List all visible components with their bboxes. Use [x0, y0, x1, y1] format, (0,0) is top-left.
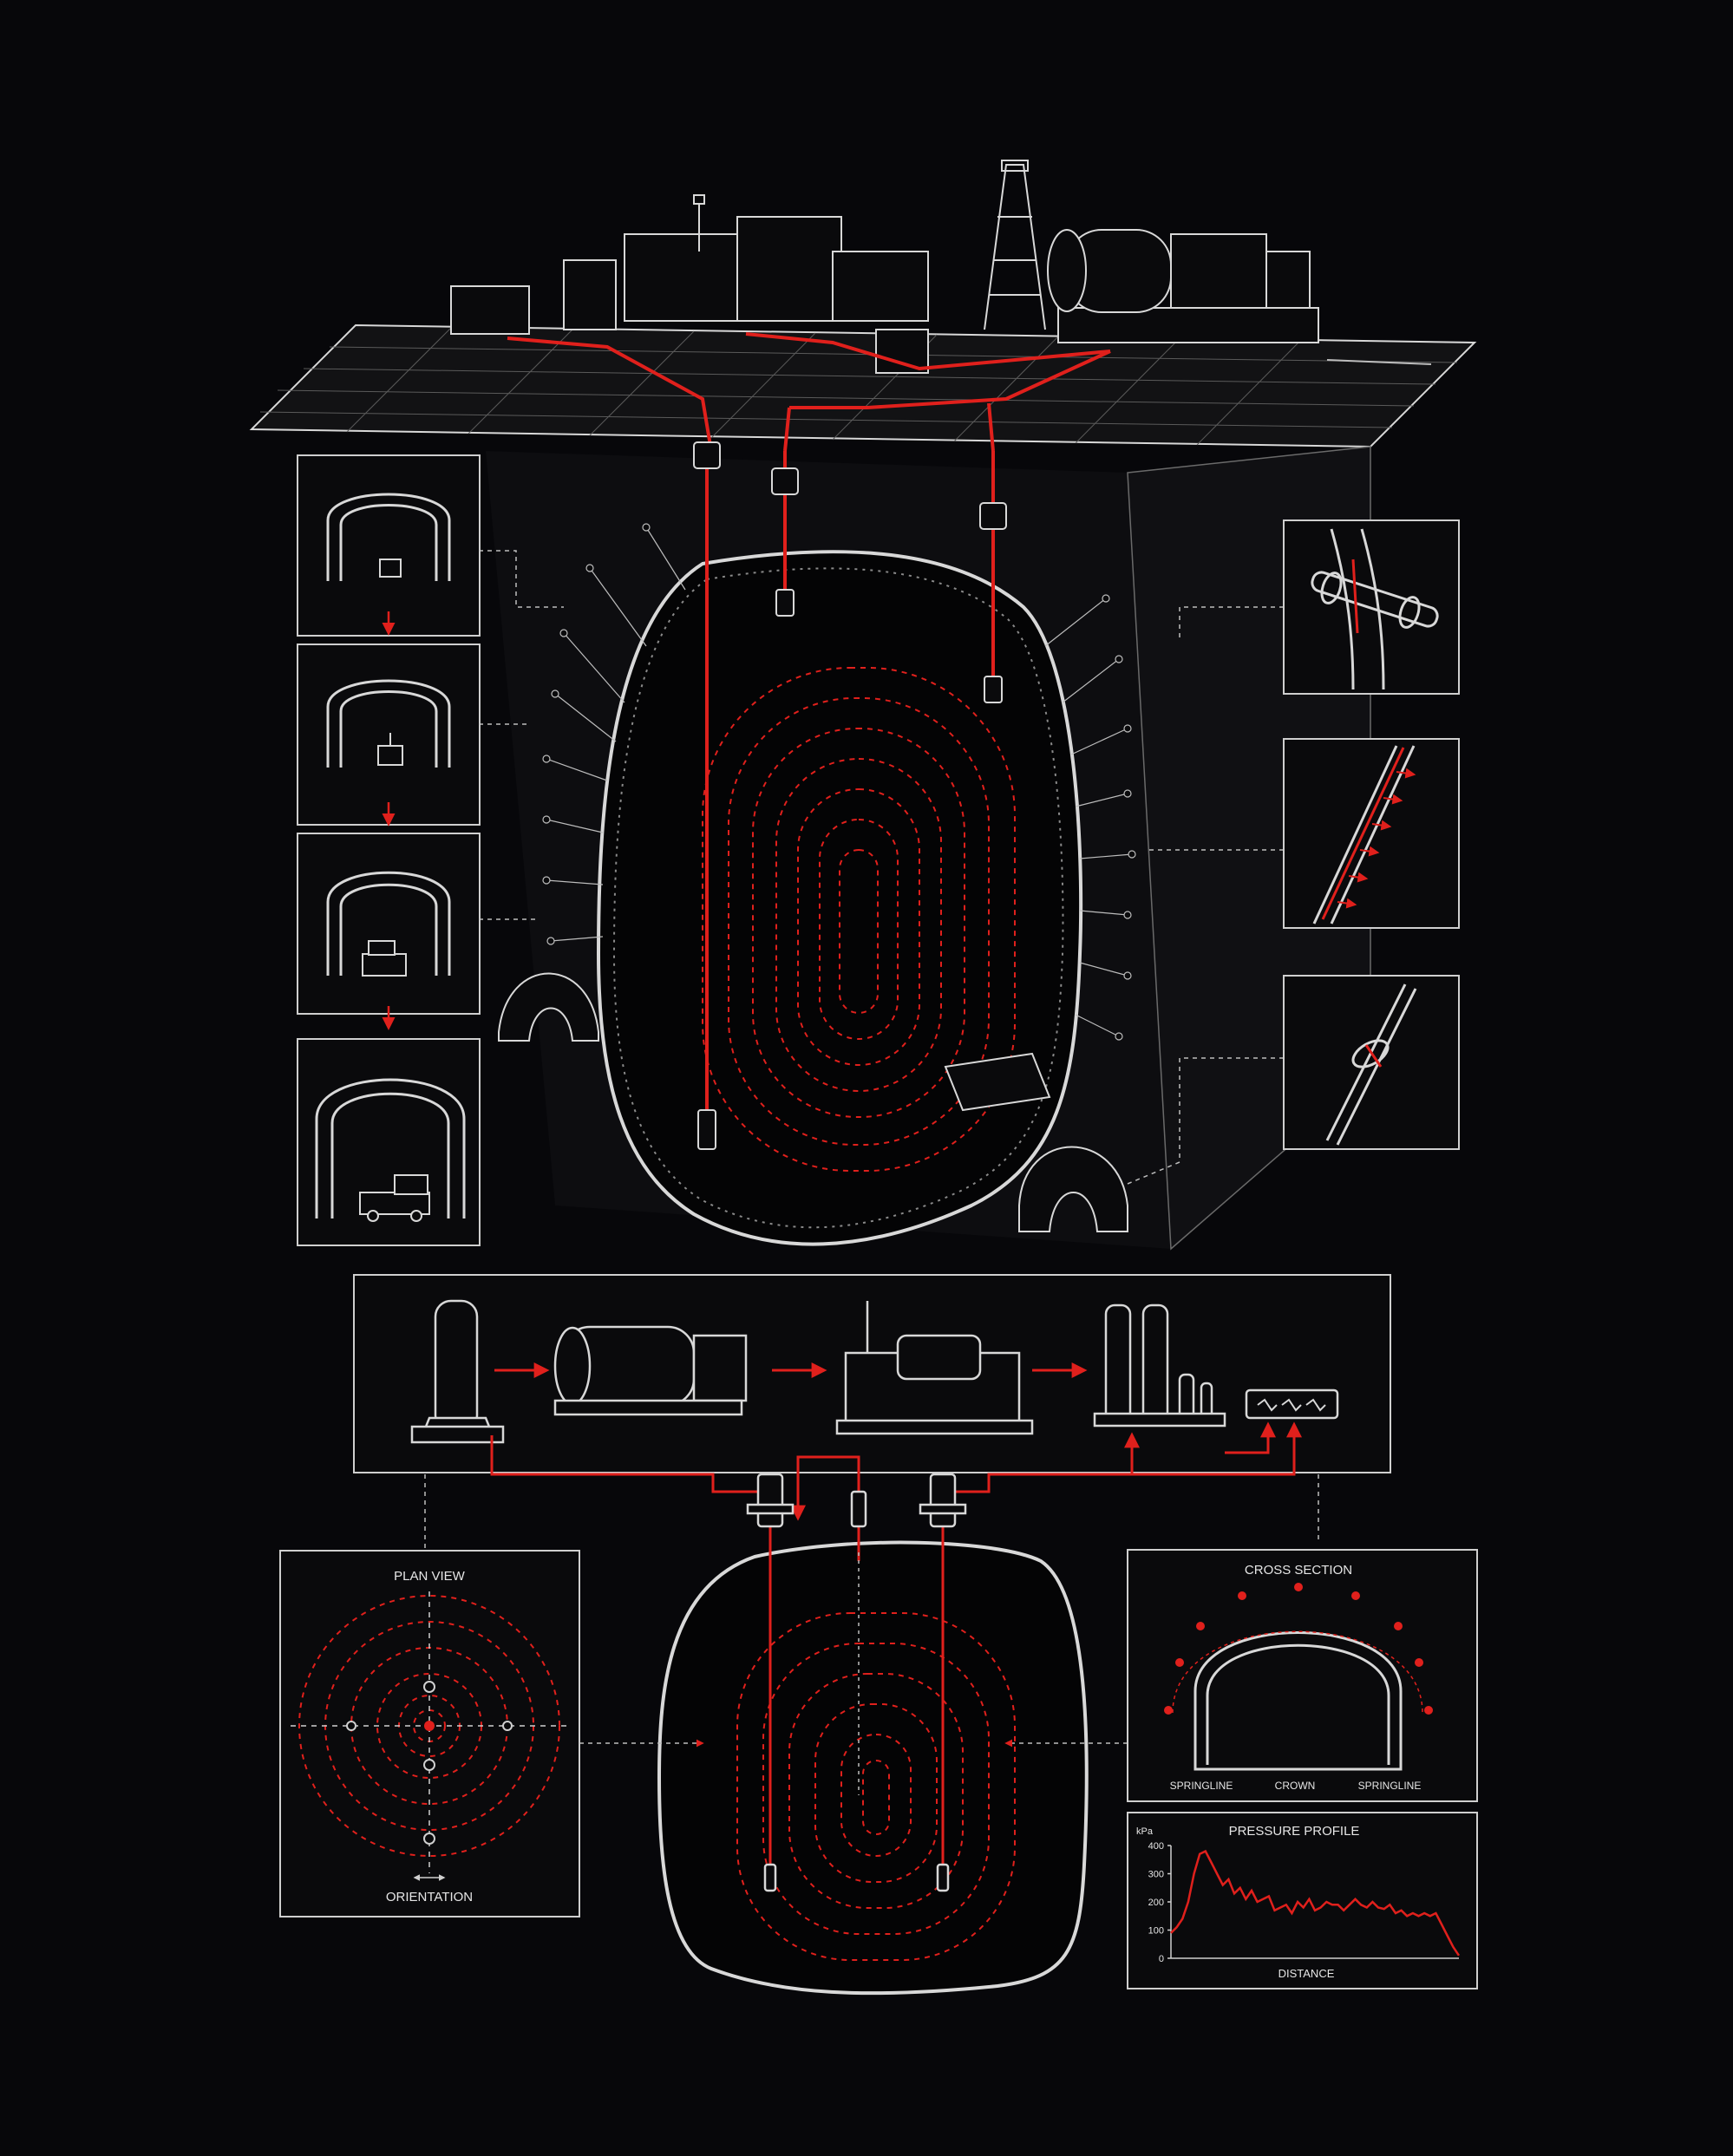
chart-title: PRESSURE PROFILE: [1229, 1824, 1360, 1839]
cross-section-label-right: SPRINGLINE: [1358, 1780, 1422, 1792]
detail-callouts: [1283, 519, 1460, 1150]
cross-section-title: CROSS SECTION: [1245, 1563, 1352, 1578]
pressure-series-line: [1170, 1849, 1461, 1957]
cross-section-label-crown: CROWN: [1275, 1780, 1316, 1792]
chart-ylabel: kPa: [1136, 1826, 1154, 1837]
plan-view-panel: PLAN VIEW ORIENTATION: [279, 1550, 580, 1918]
y-tick-label: 200: [1148, 1898, 1164, 1908]
chart-y-ticks: 400 300 200 100 0: [1148, 1841, 1171, 1964]
cross-section-label-left: SPRINGLINE: [1170, 1780, 1233, 1792]
cross-section-panel: CROSS SECTION SPRINGLINE CROWN SPRINGLIN…: [1127, 1549, 1478, 1802]
excavation-sequence-panel: [297, 454, 481, 1246]
y-tick-label: 400: [1148, 1841, 1164, 1852]
plan-view-title: PLAN VIEW: [394, 1569, 466, 1584]
chart-xlabel: DISTANCE: [1278, 1967, 1335, 1980]
plan-view-caption: ORIENTATION: [386, 1890, 473, 1904]
process-flow-panel: [353, 1274, 1391, 1526]
lower-cavern-section: [424, 1473, 1319, 1996]
y-tick-label: 100: [1148, 1926, 1164, 1937]
pressure-profile-panel: PRESSURE PROFILE kPa DISTANCE 400 300 200 1…: [1127, 1812, 1478, 1989]
y-tick-label: 0: [1159, 1954, 1164, 1964]
y-tick-label: 300: [1148, 1870, 1164, 1880]
